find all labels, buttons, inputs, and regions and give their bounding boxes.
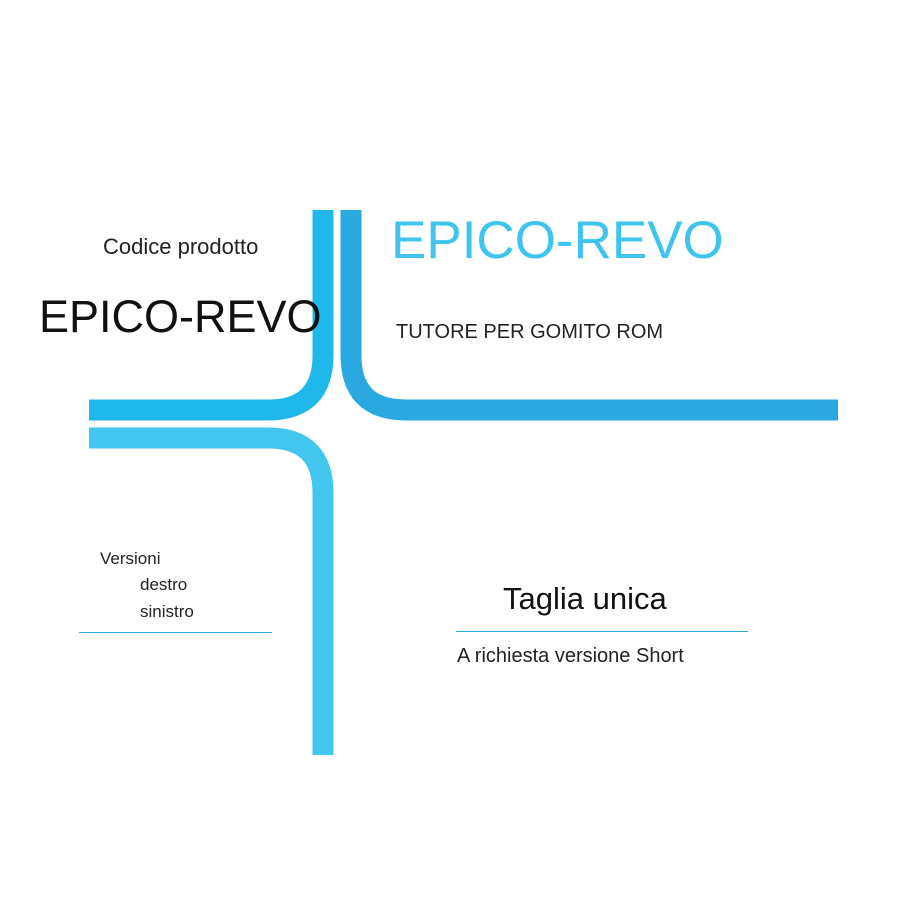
size-label: Taglia unica xyxy=(503,581,667,616)
code-label: Codice prodotto xyxy=(103,234,259,259)
band-top-right xyxy=(340,210,838,421)
versions-divider xyxy=(79,632,272,633)
versions-label: Versioni xyxy=(100,549,161,568)
version-left: sinistro xyxy=(140,602,194,621)
band-top-left xyxy=(89,210,334,421)
code-value: EPICO-REVO xyxy=(39,291,322,342)
product-name: EPICO-REVO xyxy=(391,211,724,270)
band-bottom-left xyxy=(89,427,334,755)
size-divider xyxy=(456,631,748,632)
version-right: destro xyxy=(140,575,188,594)
product-description: TUTORE PER GOMITO ROM xyxy=(396,321,664,343)
size-note: A richiesta versione Short xyxy=(457,645,684,667)
